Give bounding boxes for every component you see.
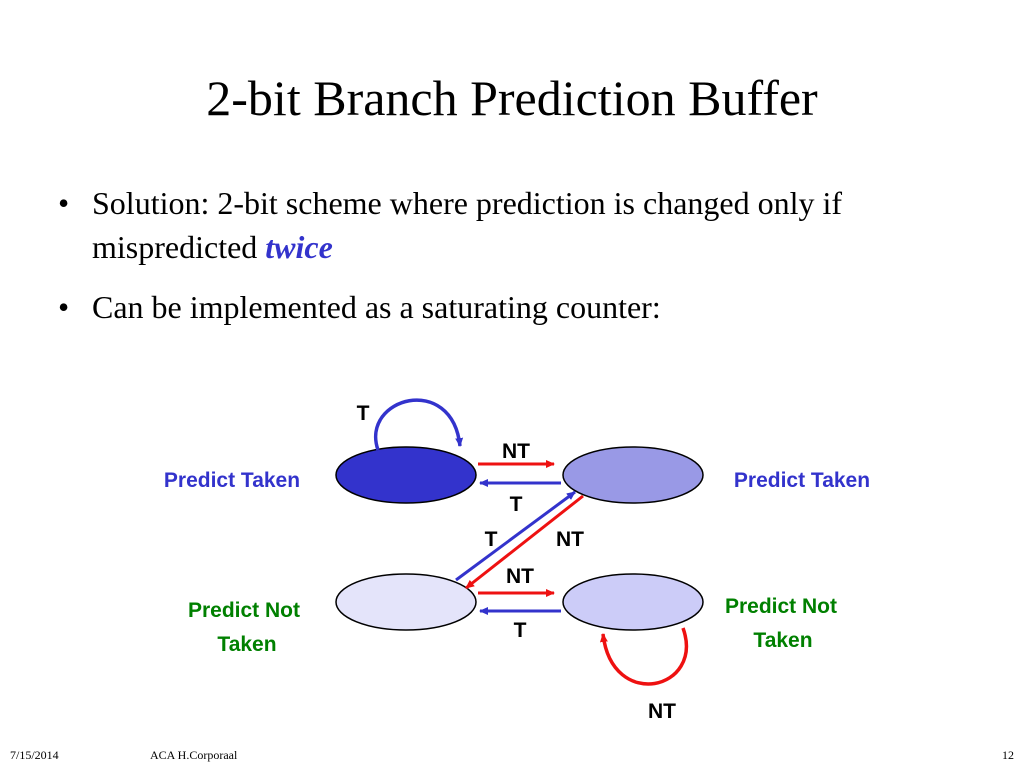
transition-self-taken [374,398,464,451]
state-label-strong-taken: Predict Taken [164,469,300,492]
transition-label-nt-top: NT [502,440,530,463]
state-label-strong-not-taken-line1: Predict Not [725,595,837,618]
transition-label-t-self: T [357,402,370,425]
transition-label-nt-self: NT [648,700,676,723]
transition-arrow-t-diagonal [455,490,576,582]
bullet-text: Can be implemented as a saturating count… [92,289,661,325]
transition-label-t-bottom: T [514,619,527,642]
bullet-marker: • [58,185,70,221]
bullet-text: Solution: 2-bit scheme where prediction … [92,185,843,265]
transition-self-not-taken [599,627,688,686]
transition-label-nt-diagonal: NT [556,528,584,551]
transition-label-t-diagonal: T [485,528,498,551]
footer-date: 7/15/2014 [10,748,59,762]
transition-arrow-nt-diagonal [465,494,584,590]
footer-author: ACA H.Corporaal [150,748,238,762]
state-strong-not-taken [562,573,704,631]
state-label-weak-not-taken-line2: Taken [217,633,276,656]
state-label-strong-not-taken-line2: Taken [753,629,812,652]
slide-title: 2-bit Branch Prediction Buffer [206,70,818,126]
state-label-weak-not-taken-line1: Predict Not [188,599,300,622]
transition-label-t-top: T [510,493,523,516]
state-weak-not-taken [335,573,477,631]
state-strong-taken [335,446,477,504]
bullet-emphasis: twice [265,229,333,265]
state-weak-taken [562,446,704,504]
footer-page-number: 12 [1002,748,1014,762]
state-label-weak-taken: Predict Taken [734,469,870,492]
bullet-marker: • [58,289,70,325]
transition-label-nt-bottom: NT [506,565,534,588]
